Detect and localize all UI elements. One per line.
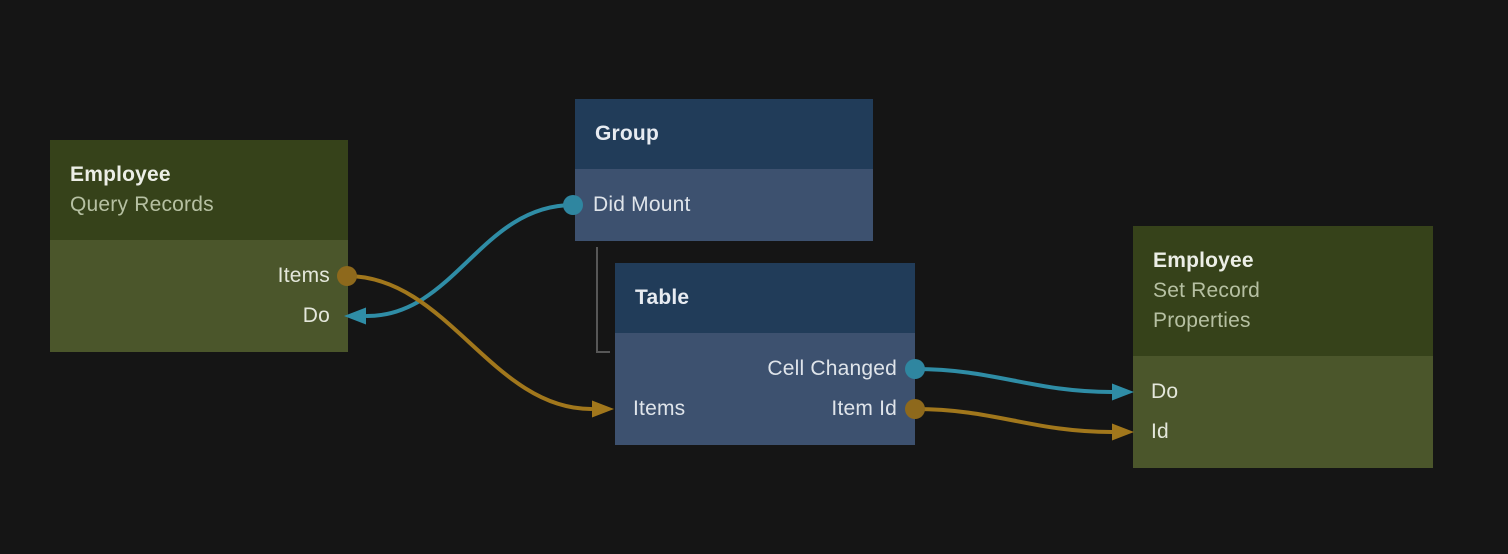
node-header: Employee Query Records bbox=[50, 140, 348, 240]
node-body: Did Mount bbox=[575, 169, 873, 241]
edge-arrowhead-icon bbox=[592, 400, 614, 418]
port-row-items-output[interactable]: Items bbox=[50, 256, 348, 296]
node-title: Employee bbox=[70, 163, 171, 186]
node-employee-set-record-properties[interactable]: Employee Set Record Properties Do Id bbox=[1133, 226, 1433, 468]
port-row-items-itemid[interactable]: Items Item Id bbox=[615, 389, 915, 429]
edge-path[interactable] bbox=[345, 274, 593, 411]
node-body: Items Do bbox=[50, 240, 348, 352]
node-header: Group bbox=[575, 99, 873, 169]
node-body: Do Id bbox=[1133, 356, 1433, 468]
edge-cellchanged-to-setdo[interactable] bbox=[905, 359, 1134, 401]
node-subtitle: Set Record Properties bbox=[1153, 279, 1261, 332]
edge-arrowhead-icon bbox=[1112, 423, 1134, 441]
node-group[interactable]: Group Did Mount bbox=[575, 99, 873, 241]
edge-path[interactable] bbox=[913, 407, 1114, 434]
port-label-items: Items bbox=[633, 397, 686, 420]
port-row-do-input[interactable]: Do bbox=[1133, 372, 1433, 412]
node-table[interactable]: Table Cell Changed Items Item Id bbox=[615, 263, 915, 445]
node-subtitle: Query Records bbox=[70, 193, 214, 216]
edge-queryitems-to-tableitems[interactable] bbox=[337, 266, 614, 418]
port-row-cell-changed[interactable]: Cell Changed bbox=[615, 349, 915, 389]
node-title: Group bbox=[595, 122, 659, 145]
edge-path[interactable] bbox=[913, 367, 1114, 394]
port-row-id-input[interactable]: Id bbox=[1133, 412, 1433, 452]
node-body: Cell Changed Items Item Id bbox=[615, 333, 915, 445]
port-label-items: Items bbox=[277, 264, 330, 287]
port-label-do: Do bbox=[1151, 380, 1179, 403]
port-label-do: Do bbox=[302, 304, 330, 327]
group-table-hierarchy-connector bbox=[596, 247, 610, 353]
port-label-cell-changed: Cell Changed bbox=[767, 357, 897, 380]
port-label-did-mount: Did Mount bbox=[593, 193, 691, 216]
edge-didmount-to-querydo[interactable] bbox=[344, 195, 583, 325]
node-header: Table bbox=[615, 263, 915, 333]
port-row-do-input[interactable]: Do bbox=[50, 296, 348, 336]
node-header: Employee Set Record Properties bbox=[1133, 226, 1433, 356]
edge-itemid-to-setid[interactable] bbox=[905, 399, 1134, 441]
edge-arrowhead-icon bbox=[1112, 383, 1134, 401]
node-title: Employee bbox=[1153, 249, 1254, 272]
edge-path[interactable] bbox=[365, 203, 575, 318]
node-employee-query-records[interactable]: Employee Query Records Items Do bbox=[50, 140, 348, 352]
port-row-did-mount[interactable]: Did Mount bbox=[575, 185, 873, 225]
port-label-id: Id bbox=[1151, 420, 1169, 443]
node-title: Table bbox=[635, 286, 690, 309]
port-label-item-id: Item Id bbox=[831, 397, 897, 420]
